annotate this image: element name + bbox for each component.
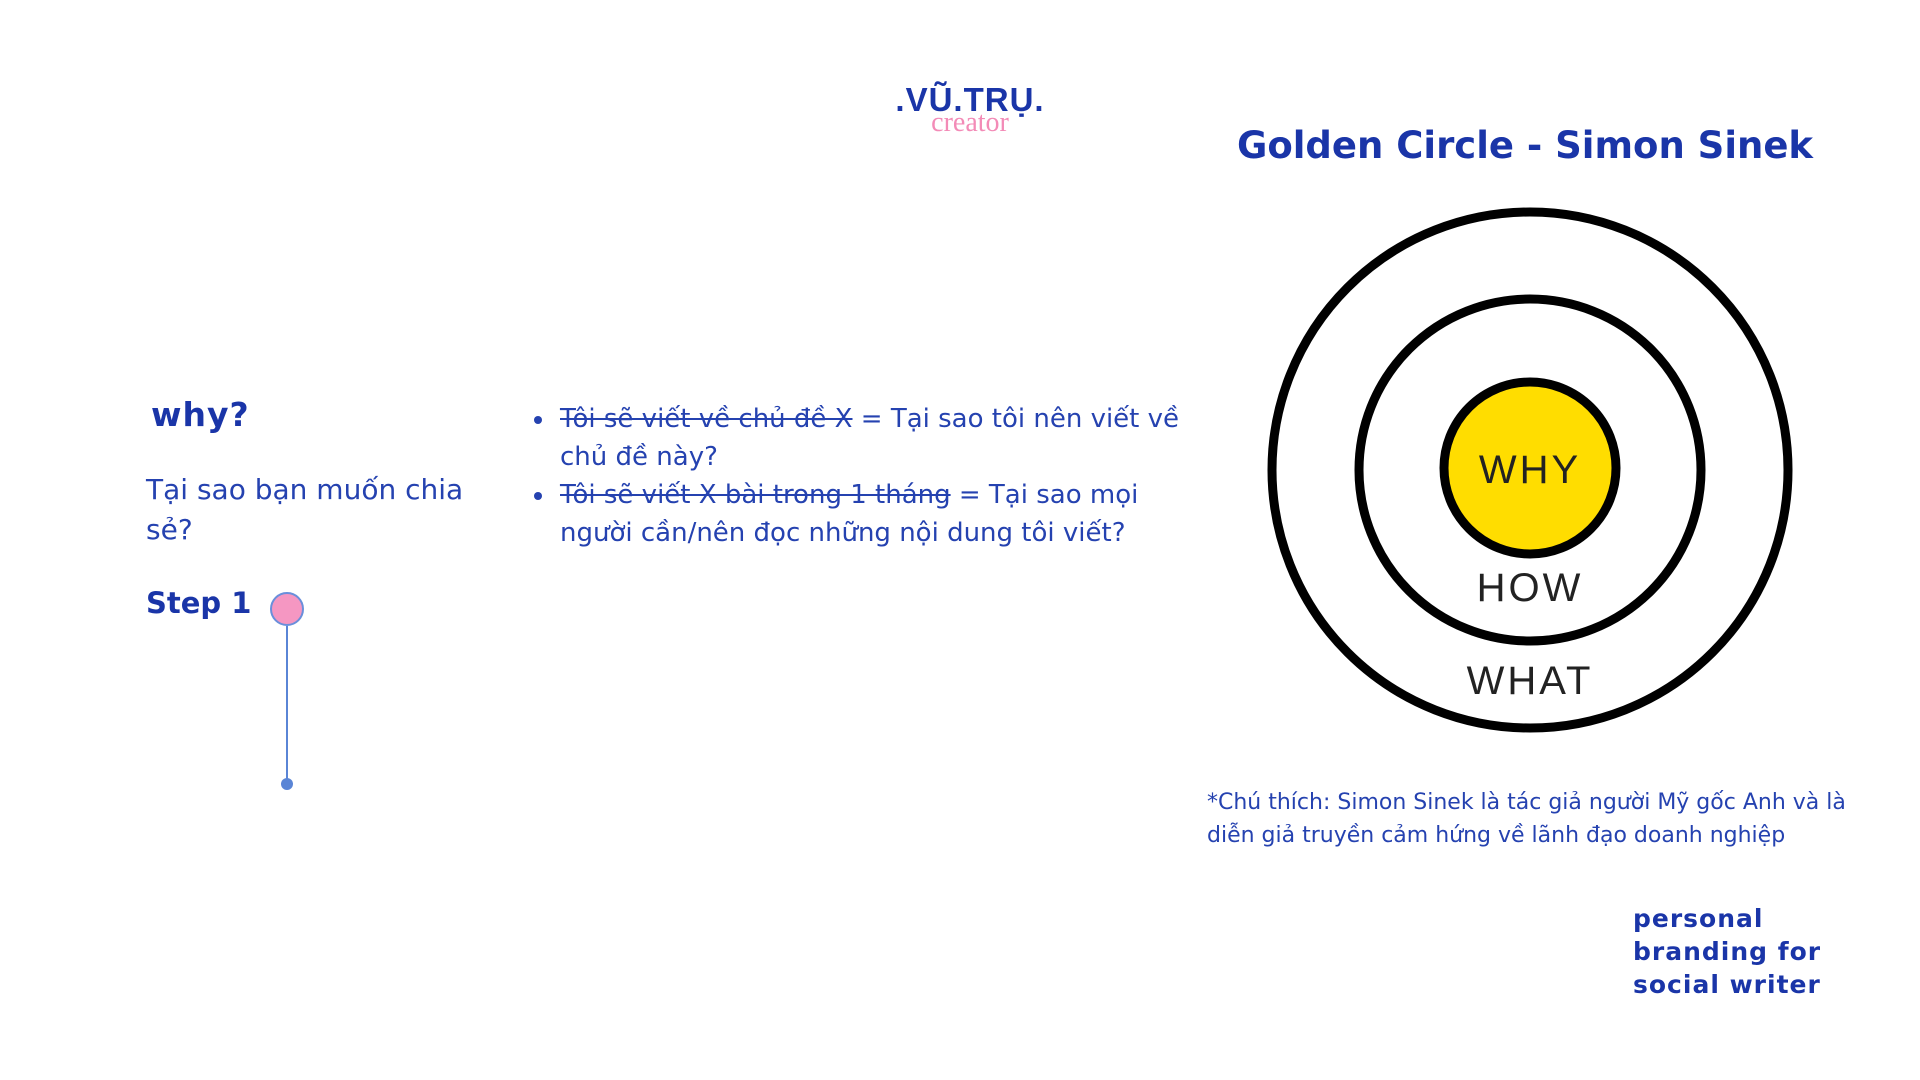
brand-logo: .VŨ.TRỤ. creator (880, 80, 1060, 140)
bullet-text: = Tại sao tôi nên viết về chủ đề này? (560, 404, 1180, 472)
why-heading: why? (151, 395, 250, 434)
logo-sub-text: creator (931, 107, 1009, 138)
why-label: WHY (1479, 448, 1581, 492)
inner-circle (1439, 377, 1621, 559)
struck-text: Tôi sẽ viết về chủ đề X (560, 404, 853, 434)
bullet-item: Tôi sẽ viết về chủ đề X = Tại sao tôi nê… (530, 400, 1210, 476)
bullet-item: Tôi sẽ viết X bài trong 1 tháng = Tại sa… (530, 476, 1210, 552)
timeline-end-dot (281, 778, 293, 790)
step-label: Step 1 (146, 586, 252, 620)
footnote: *Chú thích: Simon Sinek là tác giả người… (1207, 790, 1846, 848)
what-label: WHAT (1467, 659, 1594, 703)
timeline-line (286, 626, 288, 782)
step-marker-dot (270, 592, 304, 626)
tagline: personal branding for social writer (1633, 904, 1822, 999)
how-label: HOW (1477, 566, 1584, 610)
bullet-text: = Tại sao mọi người cần/nên đọc những nộ… (560, 480, 1139, 548)
struck-text: Tôi sẽ viết X bài trong 1 tháng (560, 480, 951, 510)
why-question: Tại sao bạn muốn chia sẻ? (146, 473, 464, 546)
golden-circle-title: Golden Circle - Simon Sinek (1236, 124, 1814, 167)
golden-circle-diagram: WHY HOW WHAT (1267, 207, 1793, 733)
bullet-list: Tôi sẽ viết về chủ đề X = Tại sao tôi nê… (530, 400, 1210, 552)
logo-main-text: .VŨ.TRỤ. (895, 81, 1045, 118)
